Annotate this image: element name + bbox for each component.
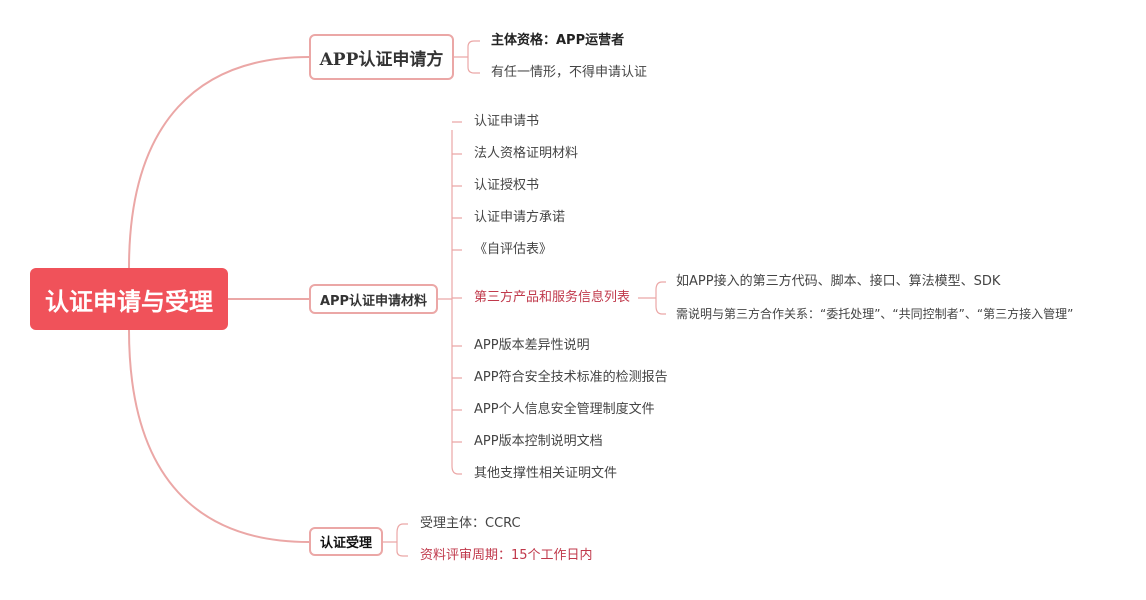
- acceptance-bracket: [383, 523, 408, 557]
- materials-item[interactable]: 法人资格证明材料: [474, 146, 579, 161]
- materials-item[interactable]: 认证申请方承诺: [474, 210, 566, 225]
- branch-acceptance[interactable]: 认证受理: [309, 527, 383, 556]
- third-party-detail-relationship[interactable]: 需说明与第三方合作关系：“委托处理”、“共同控制者”、“第三方接入管理”: [676, 307, 1074, 321]
- materials-bracket-ticks: [451, 121, 462, 475]
- branch-applicant[interactable]: APP认证申请方: [309, 34, 454, 80]
- branch-materials[interactable]: APP认证申请材料: [309, 284, 438, 314]
- acceptance-item-cycle[interactable]: 资料评审周期：15个工作日内: [420, 548, 593, 563]
- acceptance-item-body[interactable]: 受理主体：CCRC: [420, 516, 521, 531]
- root-to-acceptance-connector: [128, 329, 310, 543]
- third-party-bracket: [638, 281, 666, 315]
- materials-item[interactable]: 认证申请书: [474, 114, 540, 129]
- applicant-item-qualification[interactable]: 主体资格：APP运营者: [491, 33, 625, 48]
- applicant-bracket: [454, 40, 480, 74]
- materials-item[interactable]: APP符合安全技术标准的检测报告: [474, 370, 668, 385]
- materials-item[interactable]: APP版本控制说明文档: [474, 434, 603, 449]
- materials-bracket: [438, 130, 453, 466]
- materials-item[interactable]: 认证授权书: [474, 178, 540, 193]
- materials-item[interactable]: 其他支撑性相关证明文件: [474, 466, 618, 481]
- root-to-applicant-connector: [128, 56, 310, 269]
- third-party-detail-scope[interactable]: 如APP接入的第三方代码、脚本、接口、算法模型、SDK: [676, 274, 1001, 289]
- applicant-item-restriction[interactable]: 有任一情形，不得申请认证: [491, 65, 648, 80]
- materials-item[interactable]: APP版本差异性说明: [474, 338, 590, 353]
- materials-item-third-party[interactable]: 第三方产品和服务信息列表: [474, 290, 631, 305]
- materials-item[interactable]: APP个人信息安全管理制度文件: [474, 402, 655, 417]
- root-node[interactable]: 认证申请与受理: [30, 268, 228, 330]
- materials-item[interactable]: 《自评估表》: [474, 242, 553, 257]
